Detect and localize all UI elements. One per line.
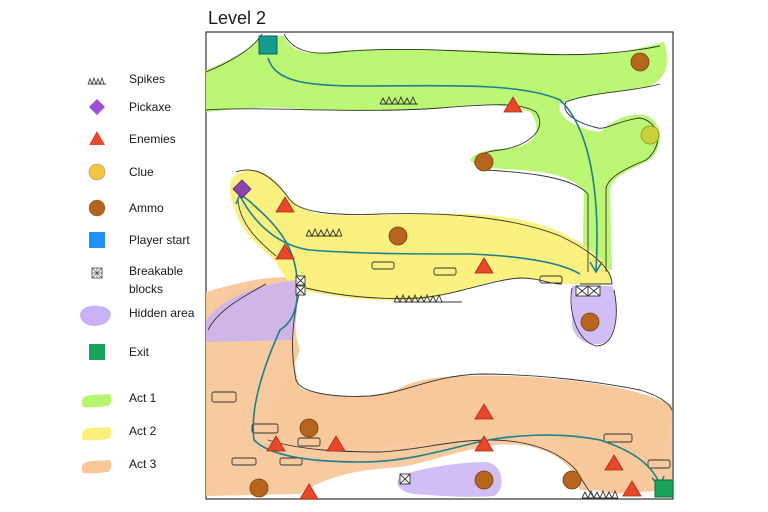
legend-item-spikes: Spikes [87,70,208,98]
platform [231,457,257,466]
platform [371,261,395,270]
legend-label: Hidden area [129,306,195,320]
enemy-marker [299,483,319,500]
platform [297,437,321,447]
brush-swatch-icon [74,389,118,417]
square-icon [74,343,118,371]
platform [211,391,237,403]
legend-item-exit: Exit [88,343,208,371]
enemy-marker [604,454,624,471]
enemy-marker [326,435,346,452]
breakable-block [575,285,589,297]
legend-label: Act 3 [129,457,157,471]
platform [251,423,279,434]
blob-icon [74,304,118,332]
breakable-block [399,473,411,485]
legend-item-clue: Clue [88,163,208,191]
legend-label: Ammo [129,201,164,215]
ammo-marker [388,226,408,246]
legend-item-hidden: Hidden area [80,304,208,332]
platform [539,275,563,284]
act2-region [229,170,612,301]
ammo-marker [630,52,650,72]
breakable-blocks [295,275,601,485]
player-start-marker [258,35,278,55]
legend-label: Pickaxe [129,100,172,114]
breakable-block [295,275,306,286]
ammo-marker [474,152,494,172]
platform [647,459,671,469]
breakable-block [295,285,306,296]
spikes-1 [379,95,418,106]
ammo-marker [562,470,582,490]
legend-item-ammo: Ammo [88,199,208,227]
ammo-marker [299,418,319,438]
ammo-markers [249,52,650,498]
enemy-marker [474,403,494,420]
platform [433,267,457,276]
enemy-marker [503,96,523,113]
spikes-group [305,95,619,500]
spikes-3 [393,293,462,304]
act3-region-main [206,282,672,496]
ammo-marker [474,470,494,490]
hidden-area-3 [397,462,502,497]
legend-item-pickaxe: Pickaxe [88,98,208,126]
ammo-marker [249,478,269,498]
legend-item-act3: Act 3 [81,455,208,483]
brush-swatch-icon [74,455,118,483]
legend-item-player-start: Player start [88,231,208,259]
act1-region [206,36,668,272]
enemy-marker [275,196,295,213]
breakable-block-icon [74,262,118,290]
enemy-marker [266,435,286,452]
map-frame [205,31,674,500]
platforms [211,261,671,469]
enemy-marker [474,435,494,452]
enemy-marker [622,480,642,497]
spikes-2 [305,227,343,238]
circle-icon [74,199,118,227]
pickaxe-marker [232,179,252,199]
legend-item-breakable: Breakable blocks [88,262,208,296]
platform [603,433,633,443]
circle-icon [74,163,118,191]
square-icon [74,231,118,259]
hidden-area-1 [206,280,298,342]
legend-label: Exit [129,345,150,359]
level-title: Level 2 [208,8,267,28]
brush-swatch-icon [74,422,118,450]
spikes-icon [74,70,118,98]
legend-label: Breakable blocks [129,264,184,296]
exit-marker [654,479,674,498]
legend-label: Act 2 [129,424,157,438]
legend-label: Clue [129,165,154,179]
diamond-icon [74,98,118,126]
legend-item-enemies: Enemies [88,130,208,158]
enemy-marker [474,257,494,274]
legend-label: Enemies [129,132,176,146]
enemy-markers [266,96,642,500]
ammo-marker [580,312,600,332]
clue-marker [640,125,660,145]
spikes-4 [581,489,619,500]
enemy-marker [275,243,295,260]
legend-item-act1: Act 1 [81,389,208,417]
legend-label: Spikes [129,72,166,86]
breakable-block [587,285,601,297]
platform [279,457,303,466]
legend-item-act2: Act 2 [81,422,208,450]
legend-label: Player start [129,233,190,247]
legend-label: Act 1 [129,391,157,405]
triangle-icon [74,130,118,158]
